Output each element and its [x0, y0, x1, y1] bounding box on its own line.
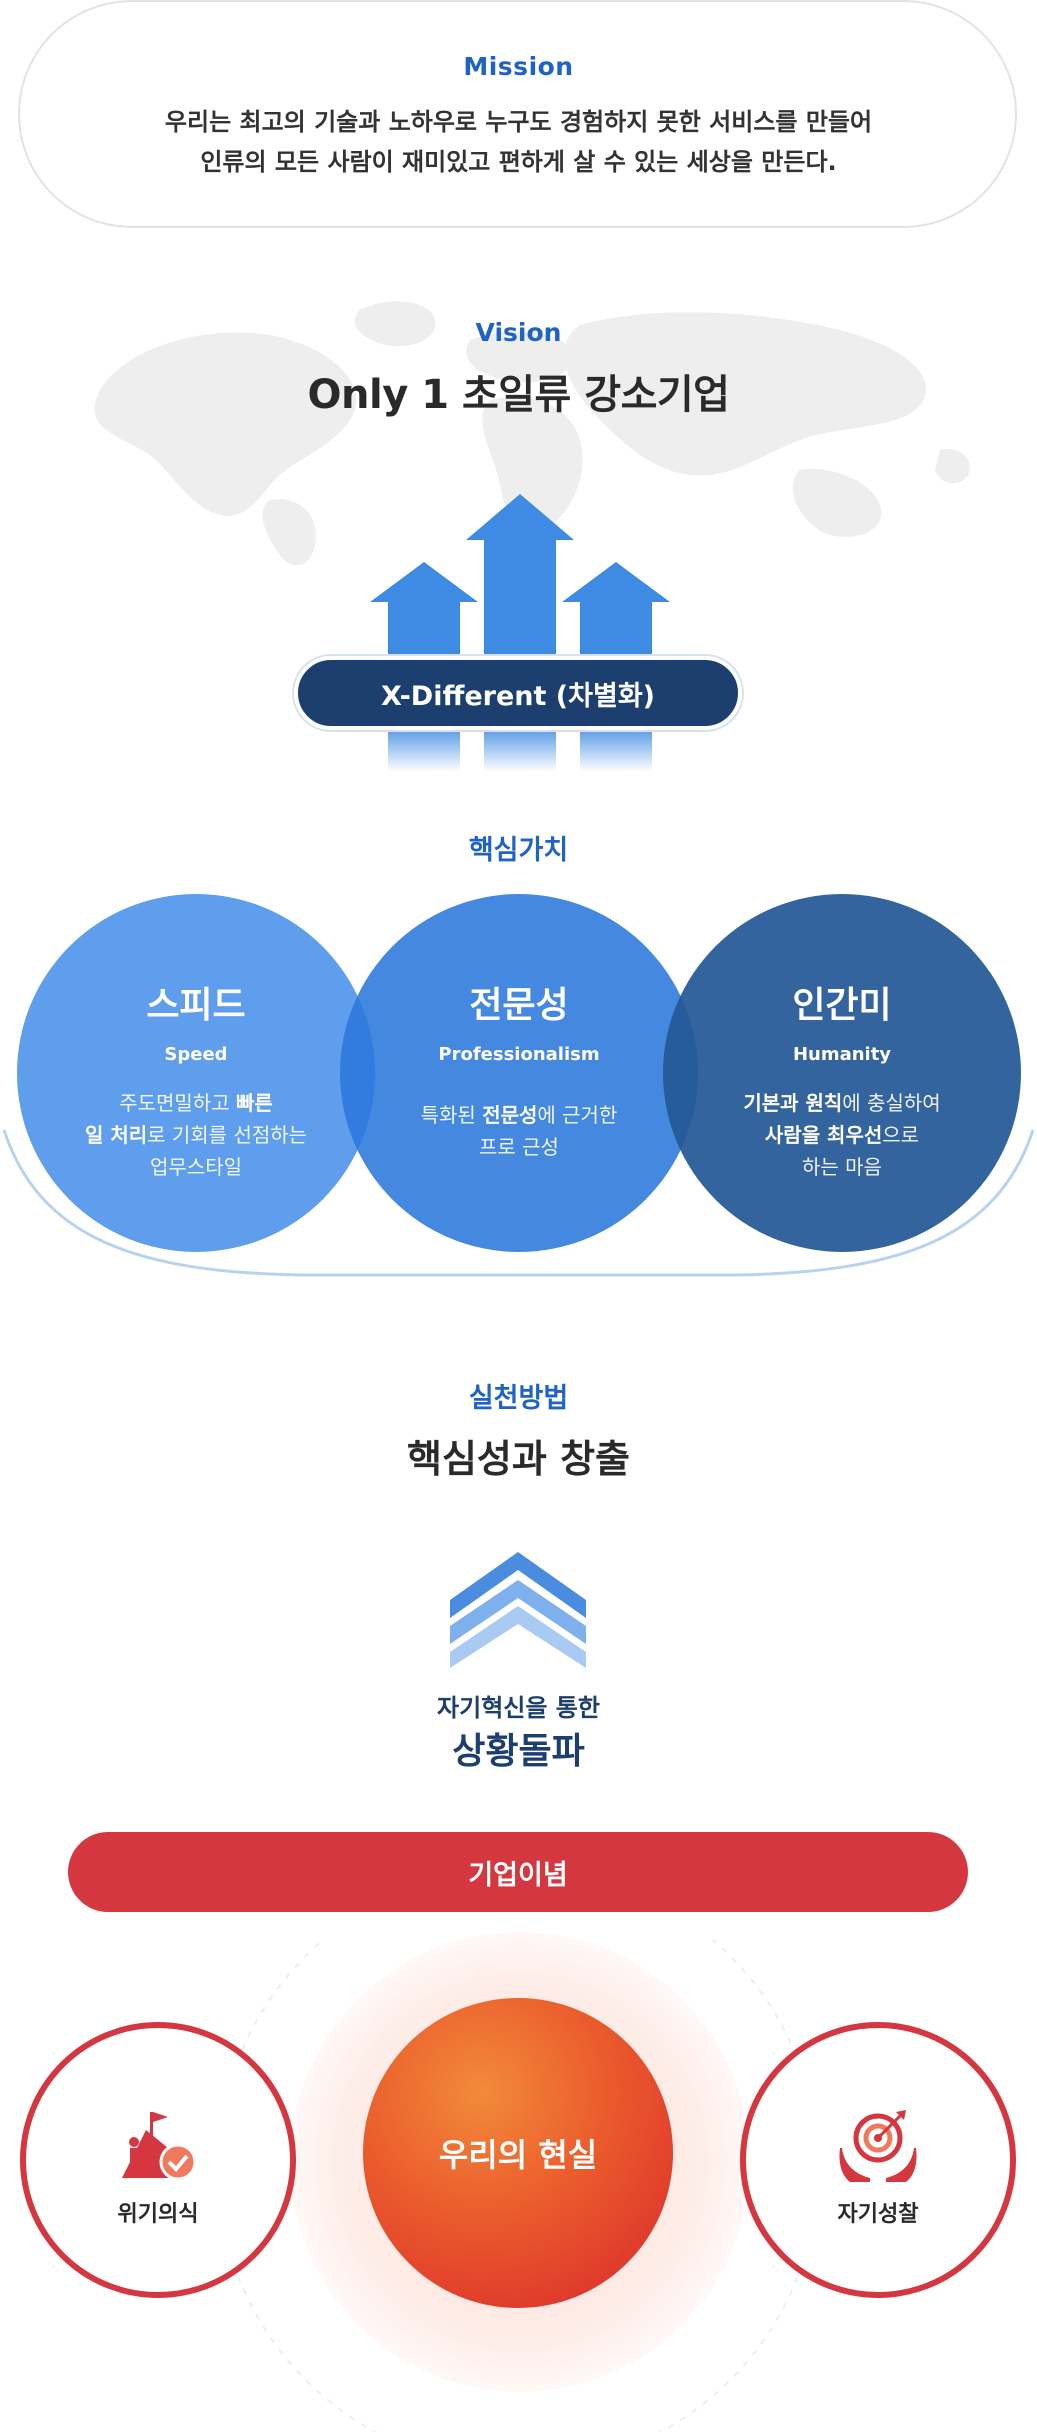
value-description: 주도면밀하고 빠른 일 처리로 기회를 선점하는 업무스타일: [84, 1091, 308, 1179]
practice-subtitle: 자기혁신을 통한: [437, 1694, 600, 1722]
target-hands-icon: [839, 2110, 917, 2182]
vision-title: Vision: [475, 318, 562, 347]
chevron-up-stack-icon: [450, 1552, 586, 1668]
self-reflection-label: 자기성찰: [837, 2202, 919, 2227]
crisis-awareness-label: 위기의식: [117, 2202, 199, 2227]
practice-main: 상황돌파: [452, 1731, 585, 1772]
vision-headline: Only 1 초일류 강소기업: [307, 372, 730, 418]
crisis-climb-icon: [122, 2112, 197, 2181]
crisis-awareness-circle: 위기의식: [20, 2022, 296, 2298]
value-title: 스피드: [146, 985, 246, 1026]
growth-arrows-icon: [370, 494, 670, 772]
value-title: 인간미: [792, 985, 892, 1026]
value-circle-professionalism: 전문성 Professionalism 특화된 전문성에 근거한 프로 근성: [340, 894, 698, 1252]
mission-line-1: 우리는 최고의 기술과 노하우로 누구도 경험하지 못한 서비스를 만들어: [164, 108, 873, 136]
practice-headline: 핵심성과 창출: [407, 1437, 630, 1481]
philosophy-title-badge: 기업이념: [68, 1832, 968, 1912]
value-subtitle: Professionalism: [438, 1044, 600, 1065]
value-circle-speed: 스피드 Speed 주도면밀하고 빠른 일 처리로 기회를 선점하는 업무스타일: [17, 894, 375, 1252]
mission-box: [18, 0, 1017, 228]
our-reality-circle: 우리의 현실: [363, 1998, 673, 2308]
world-map-background: [94, 301, 970, 566]
value-title: 전문성: [469, 985, 569, 1026]
self-reflection-circle: 자기성찰: [740, 2022, 1016, 2298]
mission-title: Mission: [463, 52, 574, 81]
value-circle-humanity: 인간미 Humanity 기본과 원칙에 충실하여 사람을 최우선으로 하는 마…: [663, 894, 1021, 1252]
core-values-title: 핵심가치: [468, 835, 569, 866]
value-description: 특화된 전문성에 근거한 프로 근성: [420, 1103, 618, 1159]
value-subtitle: Humanity: [792, 1044, 892, 1065]
core-values-arc: [2, 1129, 1035, 1277]
value-subtitle: Speed: [164, 1044, 228, 1065]
x-different-badge: X-Different (차별화): [294, 656, 742, 730]
mission-line-2: 인류의 모든 사람이 재미있고 편하게 살 수 있는 세상을 만든다.: [200, 148, 837, 176]
value-description: 기본과 원칙에 충실하여 사람을 최우선으로 하는 마음: [743, 1091, 941, 1179]
practice-title: 실천방법: [468, 1383, 569, 1414]
